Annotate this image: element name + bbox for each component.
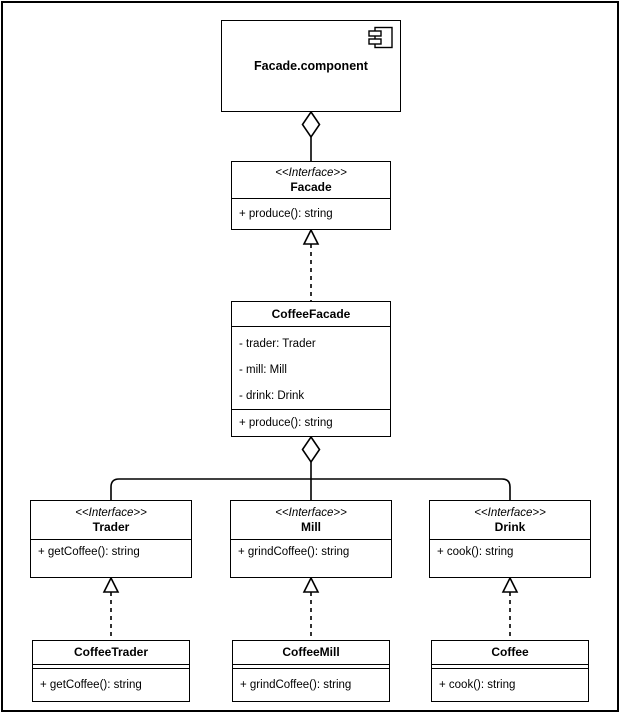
inheritance-triangle-icon	[302, 576, 320, 593]
class-name: CoffeeFacade	[271, 306, 351, 321]
aggregation-diamond-icon	[301, 110, 321, 139]
component-title: Facade.component	[254, 59, 368, 73]
stereotype-label: <<Interface>>	[275, 166, 347, 179]
class-name: CoffeeMill	[282, 645, 340, 659]
uml-node-class-coffee: Coffee + cook(): string	[431, 640, 589, 702]
method-label: + grindCoffee(): string	[238, 546, 350, 558]
stereotype-label: <<Interface>>	[474, 506, 546, 519]
class-name: Coffee	[491, 645, 529, 659]
empty-attributes-compartment	[432, 664, 588, 668]
class-name: CoffeeTrader	[73, 645, 149, 659]
method-label: + produce(): string	[239, 208, 333, 220]
method-label: + cook(): string	[439, 679, 516, 691]
attribute-label: - mill: Mill	[239, 364, 287, 376]
inheritance-triangle-icon	[302, 228, 320, 245]
uml-node-facade-component: Facade.component	[221, 20, 401, 112]
diagram-page-border	[1, 1, 619, 712]
inheritance-triangle-icon	[102, 576, 120, 593]
uml-node-interface-facade: <<Interface>> Facade + produce(): string	[231, 161, 391, 230]
interface-name: Trader	[92, 519, 130, 534]
realization-connector-coffeemill-mill	[302, 576, 320, 640]
uml-node-interface-trader: <<Interface>> Trader + getCoffee(): stri…	[30, 500, 192, 578]
uml-node-class-coffeemill: CoffeeMill + grindCoffee(): string	[232, 640, 390, 702]
stereotype-label: <<Interface>>	[275, 506, 347, 519]
aggregation-diamond-icon	[301, 435, 321, 464]
attribute-label: - drink: Drink	[239, 390, 305, 402]
interface-name: Drink	[494, 519, 526, 534]
uml-node-interface-mill: <<Interface>> Mill + grindCoffee(): stri…	[230, 500, 392, 578]
attribute-label: - trader: Trader	[239, 338, 316, 350]
realization-connector-coffeetrader-trader	[102, 576, 120, 640]
interface-name: Mill	[301, 519, 321, 534]
aggregation-connector-facadecomponent-facade	[301, 110, 321, 161]
method-label: + grindCoffee(): string	[240, 679, 352, 691]
aggregation-connector-coffeefacade-interfaces	[110, 435, 511, 500]
method-label: + produce(): string	[239, 417, 333, 429]
empty-attributes-compartment	[233, 664, 389, 668]
uml-node-class-coffeetrader: CoffeeTrader + getCoffee(): string	[32, 640, 190, 702]
empty-attributes-compartment	[33, 664, 189, 668]
inheritance-triangle-icon	[501, 576, 519, 593]
realization-connector-coffee-drink	[501, 576, 519, 640]
method-label: + getCoffee(): string	[40, 679, 142, 691]
uml-node-interface-drink: <<Interface>> Drink + cook(): string	[429, 500, 591, 578]
uml-component-icon	[368, 26, 394, 50]
stereotype-label: <<Interface>>	[75, 506, 147, 519]
method-label: + getCoffee(): string	[38, 546, 140, 558]
uml-node-class-coffeefacade: CoffeeFacade - trader: Trader - mill: Mi…	[231, 301, 391, 437]
realization-connector-coffeefacade-facade	[302, 228, 320, 301]
method-label: + cook(): string	[437, 546, 514, 558]
interface-name: Facade	[290, 179, 332, 194]
